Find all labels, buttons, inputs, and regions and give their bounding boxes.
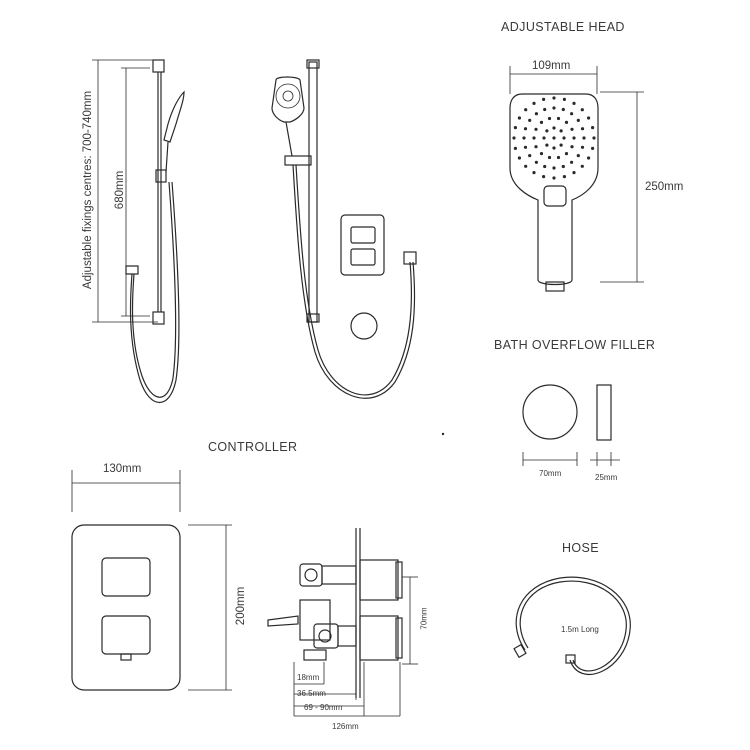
head-height-label: 250mm bbox=[645, 181, 684, 193]
nozzle-dot bbox=[523, 127, 528, 131]
nozzle-dot bbox=[552, 126, 556, 130]
head-width-label: 109mm bbox=[532, 60, 571, 72]
nozzle-dot bbox=[587, 156, 591, 160]
controller-height-label: 200mm bbox=[235, 586, 247, 626]
nozzle-dot bbox=[534, 145, 538, 149]
controller-width-label: 130mm bbox=[103, 463, 142, 475]
hose-length-label: 1.5m Long bbox=[561, 625, 599, 634]
nozzle-dot bbox=[552, 136, 556, 140]
nozzle-dot bbox=[512, 136, 516, 140]
nozzle-dot bbox=[552, 106, 556, 110]
nozzle-dot bbox=[513, 126, 518, 130]
nozzle-dot bbox=[534, 112, 539, 116]
nozzle-dot bbox=[542, 136, 546, 140]
nozzle-dot bbox=[556, 155, 561, 160]
nozzle-dot bbox=[570, 145, 574, 149]
nozzle-dot bbox=[580, 145, 585, 149]
nozzle-dot bbox=[570, 112, 574, 116]
nozzle-dot bbox=[576, 118, 580, 122]
nozzle-dot bbox=[532, 136, 536, 140]
nozzle-dot bbox=[517, 156, 522, 160]
bath-overflow-filler-drawing bbox=[522, 384, 620, 466]
nozzle-dot bbox=[545, 129, 549, 133]
nozzle-dot bbox=[547, 155, 552, 160]
nozzle-dot bbox=[570, 127, 574, 131]
nozzle-dot bbox=[559, 143, 563, 147]
nozzle-dot bbox=[576, 154, 580, 158]
nozzle-dot bbox=[562, 97, 567, 101]
nozzle-dot bbox=[587, 116, 591, 120]
nozzle-dot bbox=[564, 120, 569, 124]
nozzle-dot bbox=[523, 145, 528, 149]
valve-height-label: 70mm bbox=[419, 607, 429, 630]
hose-title: HOSE bbox=[562, 541, 600, 555]
nozzle-dot bbox=[552, 96, 556, 100]
nozzle-dot bbox=[559, 129, 563, 133]
riser-rail-side-view bbox=[92, 59, 185, 404]
nozzle-dot bbox=[532, 101, 536, 105]
nozzle-dot bbox=[552, 176, 556, 180]
nozzle-dot bbox=[524, 164, 528, 168]
nozzle-dot bbox=[543, 107, 547, 112]
nozzle-dot bbox=[562, 175, 567, 179]
nozzle-dot bbox=[582, 136, 586, 140]
nozzle-dot bbox=[572, 171, 576, 175]
nozzle-dot bbox=[532, 171, 536, 175]
nozzle-dot bbox=[534, 160, 539, 164]
nozzle-dot bbox=[552, 166, 556, 170]
nozzle-dot bbox=[580, 108, 584, 112]
controller-title: CONTROLLER bbox=[208, 440, 298, 454]
nozzle-dot bbox=[562, 136, 566, 140]
nozzle-dot bbox=[580, 164, 584, 168]
nozzle-dot bbox=[572, 136, 576, 140]
nozzle-dot bbox=[591, 126, 595, 130]
valve-dim-18: 18mm bbox=[297, 673, 320, 682]
nozzle-dot bbox=[522, 136, 526, 140]
valve-dim-126: 126mm bbox=[332, 722, 359, 731]
controller-valve-drawing bbox=[267, 528, 418, 717]
nozzle-dot bbox=[570, 160, 574, 164]
nozzle-dot bbox=[539, 120, 544, 124]
nozzle-dot bbox=[528, 154, 532, 158]
nozzle-dot bbox=[547, 116, 552, 121]
nozzle-dot bbox=[561, 107, 565, 112]
nozzle-dot bbox=[543, 164, 547, 169]
nozzle-dot bbox=[580, 127, 585, 131]
nozzle-dot bbox=[564, 152, 569, 156]
nozzle-dot bbox=[534, 127, 538, 131]
valve-dim-36: 36.5mm bbox=[297, 689, 326, 698]
nozzle-dot bbox=[528, 118, 532, 122]
nozzle-dot bbox=[572, 101, 576, 105]
nozzle-dot bbox=[545, 143, 549, 147]
nozzle-dot bbox=[524, 108, 528, 112]
nozzle-dot bbox=[539, 152, 544, 156]
controller-front-drawing bbox=[71, 470, 232, 691]
filler-diameter-label: 70mm bbox=[539, 469, 562, 478]
nozzle-dot bbox=[556, 116, 561, 121]
stray-mark bbox=[441, 432, 445, 436]
riser-height-label: 680mm bbox=[114, 170, 126, 210]
nozzle-dot bbox=[591, 146, 595, 150]
nozzle-dot bbox=[542, 175, 546, 179]
riser-front-view bbox=[271, 59, 417, 399]
nozzle-dot bbox=[517, 116, 522, 120]
adjustable-head-drawing bbox=[509, 66, 644, 292]
nozzle-dot bbox=[542, 97, 546, 101]
adjustable-head-title: ADJUSTABLE HEAD bbox=[501, 20, 625, 34]
nozzle-dot bbox=[513, 146, 518, 150]
riser-fixings-label: Adjustable fixings centres: 700-740mm bbox=[82, 90, 94, 290]
bath-overflow-filler-title: BATH OVERFLOW FILLER bbox=[494, 338, 656, 352]
filler-depth-label: 25mm bbox=[595, 473, 618, 482]
hose-drawing bbox=[513, 576, 631, 676]
nozzle-dot bbox=[592, 136, 596, 140]
valve-dim-69-90: 69 - 90mm bbox=[304, 703, 343, 712]
nozzle-dot bbox=[552, 146, 556, 150]
nozzle-dot bbox=[561, 164, 565, 169]
